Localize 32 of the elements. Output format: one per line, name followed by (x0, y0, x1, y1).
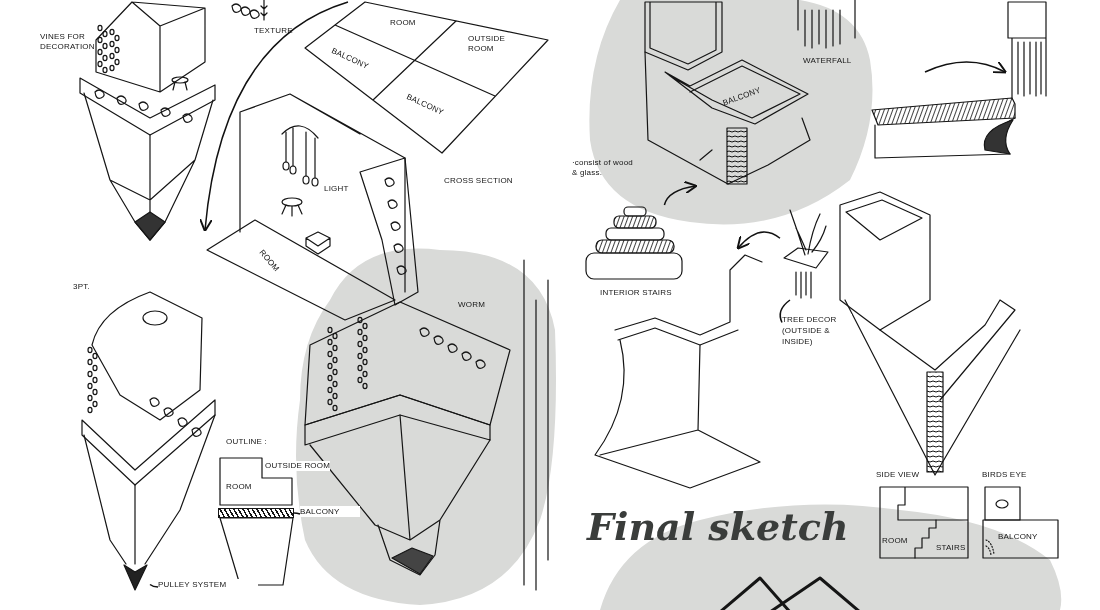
title: Final sketch (587, 508, 849, 546)
sketch-label: TEXTURE (254, 26, 293, 36)
leader-line (149, 583, 159, 588)
sketch-label: OUTSIDE ROOM (468, 34, 506, 54)
callout-label: PULLEY SYSTEM (158, 579, 258, 590)
sketch-label: STAIRS (936, 543, 966, 553)
sketch-label: ROOM (390, 18, 416, 28)
sketch-label: SIDE VIEW (876, 470, 920, 480)
sketch-label: 3PT. (73, 282, 90, 292)
sketch-label: ·consist of wood & glass. (572, 158, 634, 178)
sketch-label: OUTSIDE ROOM (265, 461, 331, 471)
sketch-label: CROSS SECTION (444, 176, 513, 186)
tower-column-drawing (1005, 0, 1050, 100)
leader-line (293, 512, 301, 515)
callout-label: BALCONY (300, 506, 360, 517)
curved-arrow (199, 1, 349, 233)
sketch-label: BIRDS EYE (982, 470, 1027, 480)
sketch-label: ROOM (882, 536, 908, 546)
sketch-label: BALCONY (998, 532, 1038, 542)
sketch-label: INTERIOR STAIRS (600, 288, 672, 298)
leader-line (779, 299, 791, 324)
sketch-label: WORM (458, 300, 485, 310)
spiral-stairs-drawing (582, 205, 685, 283)
callout-label: TREE DECOR (OUTSIDE & INSIDE) (782, 314, 852, 347)
curved-arrow (736, 231, 781, 250)
sketch-label: OUTLINE : (226, 437, 267, 447)
sketch-label: ROOM (226, 482, 252, 492)
curved-arrow (924, 60, 1008, 74)
sketch-label: WATERFALL (803, 56, 852, 66)
curved-arrow (663, 180, 698, 206)
balcony-hatch-bar (218, 508, 294, 518)
sketch-label: LIGHT (324, 184, 349, 194)
